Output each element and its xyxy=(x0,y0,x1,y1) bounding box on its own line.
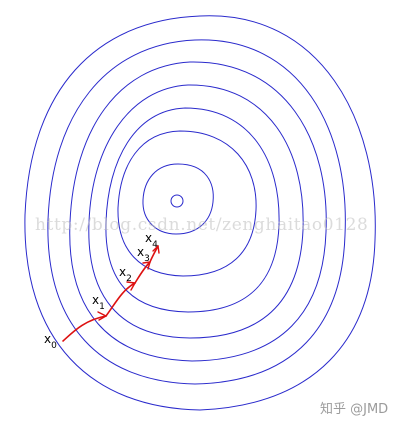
step-2-3 xyxy=(134,261,151,284)
contour-lines xyxy=(24,15,376,411)
contour-ring-7 xyxy=(24,15,376,411)
watermark-url: http://blog.csdn.net/zenghaitao0128 xyxy=(35,215,368,235)
arrowhead-x1 xyxy=(97,311,107,321)
contour-ring-4 xyxy=(88,84,304,339)
label-x4: x4 xyxy=(145,231,158,250)
label-x2: x2 xyxy=(119,265,132,284)
arrowhead-x4 xyxy=(152,245,160,254)
step-1-2 xyxy=(105,282,136,317)
label-x3: x3 xyxy=(137,245,150,264)
contour-ring-1 xyxy=(142,163,214,235)
step-0-1 xyxy=(62,315,107,342)
iterate-labels: x0 x1 x2 x3 x4 xyxy=(44,231,158,351)
contour-ring-2 xyxy=(117,130,257,277)
descent-path xyxy=(62,245,160,342)
label-x1: x1 xyxy=(92,293,105,312)
contour-center xyxy=(170,194,184,208)
watermark-zhihu: 知乎 @JMD xyxy=(320,401,388,417)
contour-ring-5 xyxy=(69,61,327,362)
label-x0: x0 xyxy=(44,332,57,351)
contour-ring-6 xyxy=(47,39,346,385)
contour-ring-3 xyxy=(105,107,280,313)
